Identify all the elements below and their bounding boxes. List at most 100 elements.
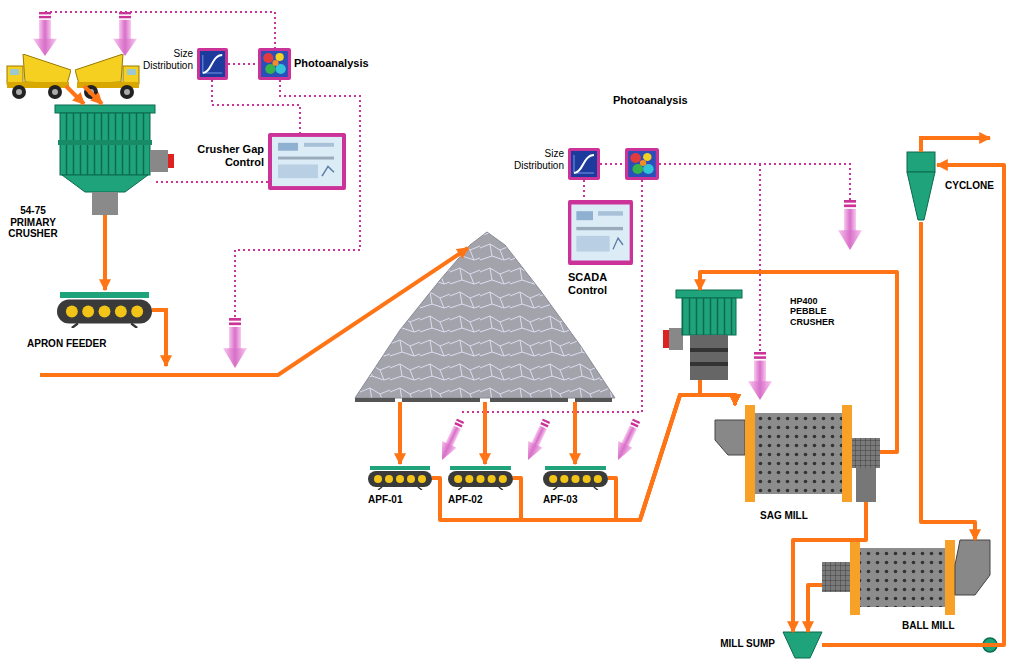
sag-mill-body [852, 438, 880, 468]
signal-line [228, 63, 258, 65]
ball-mill-body [955, 540, 990, 595]
ore-flow-line [700, 272, 897, 452]
equipment-label: MILL SUMP [720, 638, 775, 650]
feeder-belt [448, 466, 513, 490]
crusher-gap-control-panel [268, 133, 346, 190]
cyclone: CYCLONE [905, 150, 937, 222]
signal-line [583, 180, 585, 200]
pebble-crusher-body [676, 290, 742, 298]
equipment-label: SCADA Control [568, 271, 620, 296]
equipment-label: APF-02 [448, 494, 482, 506]
ball-mill-body [850, 540, 860, 615]
haul-truck [7, 54, 71, 99]
ore-flow [398, 402, 402, 464]
ball-mill-body [822, 540, 990, 615]
equipment-label: Crusher Gap Control [194, 143, 264, 168]
ore-flow-line [103, 215, 107, 290]
signal-line [155, 181, 268, 183]
equipment-label: APRON FEEDER [27, 338, 106, 350]
primary-crusher-body [150, 150, 168, 172]
size-distribution-icon [568, 148, 600, 180]
feeder-belt [57, 292, 608, 490]
feeder-belt [368, 466, 432, 490]
camera-arrow [838, 200, 862, 250]
pebble-crusher-body [663, 330, 669, 348]
feeder-belt [543, 466, 608, 490]
sag-mill-body [755, 413, 842, 494]
stockpile [490, 398, 568, 402]
apron-feeder: APRON FEEDER [57, 290, 152, 330]
apron-feeder: APF-02 [448, 466, 513, 490]
ore-flow [483, 402, 487, 464]
pebble-crusher-body [690, 335, 728, 380]
ore-flow-line [513, 395, 735, 520]
ball-mill-body [945, 540, 955, 615]
crusher-gap-control-panel: Crusher Gap Control [268, 133, 346, 190]
camera-arrow [113, 12, 137, 56]
pebble-crusher-body [682, 298, 736, 335]
primary-crusher-body [55, 105, 174, 215]
signal-line [45, 12, 275, 48]
camera-arrow [435, 417, 468, 464]
feeder-belt [57, 292, 152, 328]
pebble-crusher-body [669, 328, 683, 350]
pebble-crusher: HP400 PEBBLE CRUSHER [676, 290, 742, 380]
sag-mill: SAG MILL [715, 405, 880, 502]
equipment-label: SAG MILL [760, 510, 808, 522]
camera-arrow [223, 318, 247, 368]
ball-mill-body [860, 548, 945, 607]
signal-line [212, 80, 300, 133]
equipment-label: Photoanalysis [613, 94, 688, 107]
equipment-label: HP400 PEBBLE CRUSHER [790, 296, 836, 327]
photoanalysis-icon: Photoanalysis [258, 48, 291, 80]
pebble-crusher-body [690, 362, 728, 366]
sag-mill-body [842, 405, 852, 502]
primary-crusher-body [62, 175, 148, 192]
size-distribution-icon [197, 48, 228, 80]
camera-arrow [521, 417, 554, 464]
cyclone-body [907, 152, 935, 220]
ball-mill-body [822, 562, 850, 592]
size-distribution-icon: Size Distribution [197, 48, 228, 80]
pebble-crusher-body [690, 348, 728, 352]
apron-feeder: APF-03 [543, 466, 608, 490]
signal-line [659, 164, 850, 200]
cyclone-body [907, 172, 935, 220]
primary-crusher: 54-75 PRIMARY CRUSHER [55, 105, 155, 215]
photoanalysis-icon [258, 48, 291, 80]
ore-flow [84, 86, 102, 104]
haul-truck [75, 54, 139, 99]
cyclone-body [907, 152, 935, 172]
stockpile [355, 398, 395, 402]
ore-flow-line [793, 502, 866, 632]
sag-mill-body [715, 405, 880, 502]
primary-crusher-body [55, 105, 155, 113]
scada-control-panel [568, 200, 633, 265]
equipment-label: CYCLONE [945, 180, 994, 192]
signal-line [600, 163, 625, 165]
equipment-label: Size Distribution [512, 148, 564, 171]
signal-line [235, 80, 360, 318]
sag-mill-body [715, 420, 745, 455]
ore-flow-line [808, 585, 822, 632]
apron-feeder: APF-01 [368, 466, 432, 490]
ore-flow-line [921, 222, 975, 540]
equipment-label: APF-01 [368, 494, 402, 506]
primary-crusher-body [168, 154, 174, 168]
ball-mill: BALL MILL [822, 540, 995, 615]
ore-flow [921, 138, 990, 152]
primary-crusher-body [58, 140, 152, 145]
sag-mill-body [745, 405, 755, 502]
signal-line [45, 12, 850, 412]
ore-flow-line [608, 395, 735, 520]
equipment-label: Size Distribution [141, 48, 193, 71]
size-distribution-icon: Size Distribution [568, 148, 600, 180]
equipment-label: 54-75 PRIMARY CRUSHER [5, 205, 61, 240]
sag-mill-body [856, 468, 876, 502]
ore-flow [40, 86, 990, 464]
photoanalysis-icon [625, 148, 659, 180]
equipment-label: BALL MILL [902, 620, 955, 632]
